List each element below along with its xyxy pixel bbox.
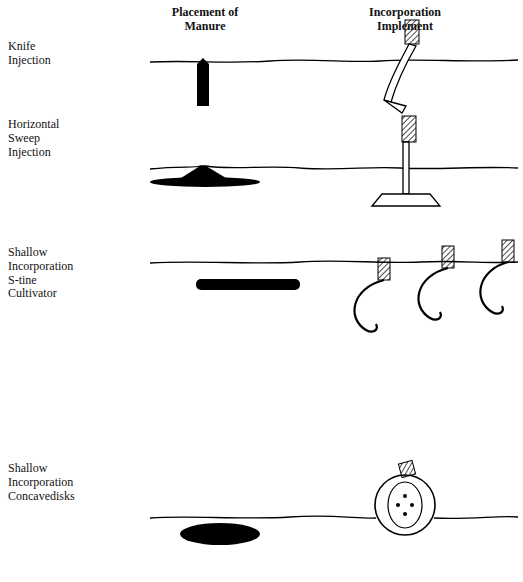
manure-layer: [150, 177, 260, 187]
hub-bolts: [396, 494, 414, 516]
sweep-blade: [372, 194, 440, 206]
manure-band: [196, 279, 300, 290]
tool-mount: [402, 116, 416, 142]
disk-hub: [388, 482, 422, 528]
soil-surface: [150, 60, 518, 518]
row-label: Knife Injection: [8, 40, 80, 68]
knife-blade: [384, 100, 406, 113]
sweep-shank: [403, 142, 409, 194]
disk: [375, 475, 435, 535]
manure-slot: [197, 58, 209, 106]
tool-mount: [398, 460, 415, 477]
tool-mount: [378, 258, 390, 280]
s-tine-cultivator: [196, 240, 514, 332]
concave-disks: [180, 460, 435, 545]
manure-feed: [181, 166, 226, 178]
tool-mount: [442, 246, 454, 268]
knife-injection: [197, 20, 419, 113]
column-header: Placement of Manure: [155, 6, 255, 34]
knife-shank: [384, 44, 416, 102]
row-label: Horizontal Sweep Injection: [8, 118, 80, 159]
row-label: Shallow Incorporation S-tine Cultivator: [8, 246, 80, 301]
tool-mount: [502, 240, 514, 262]
manure-pocket: [180, 523, 260, 545]
s-tines: [354, 262, 508, 332]
sweep-injection: [150, 116, 440, 206]
column-header: Incorporation Implement: [350, 6, 460, 34]
row-label: Shallow Incorporation Concavedisks: [8, 462, 84, 503]
